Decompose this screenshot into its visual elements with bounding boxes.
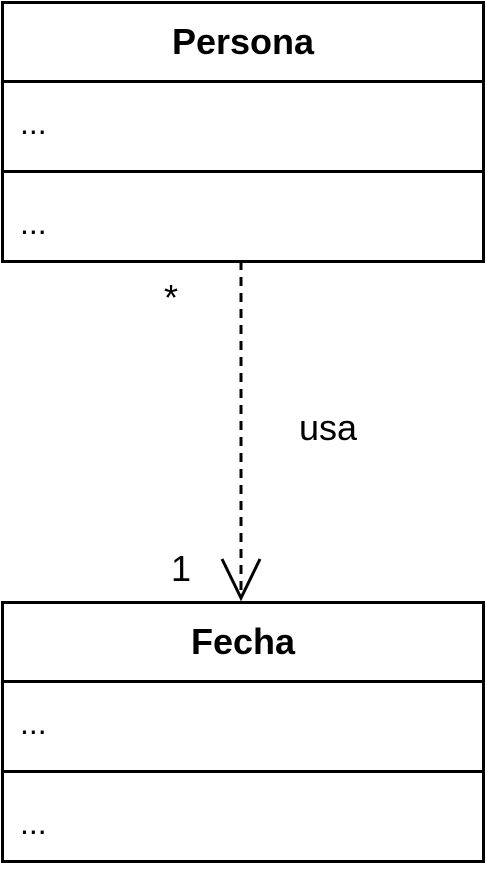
class-fecha[interactable]: Fecha ... ... — [1, 601, 485, 863]
open-arrowhead-icon — [220, 558, 262, 602]
attributes-compartment-fecha: ... — [4, 683, 482, 773]
class-name-persona: Persona — [4, 4, 482, 83]
operations-compartment-persona: ... — [4, 173, 482, 260]
target-multiplicity: 1 — [171, 548, 192, 589]
attributes-compartment-persona: ... — [4, 83, 482, 173]
operations-compartment-fecha: ... — [4, 773, 482, 860]
class-persona[interactable]: Persona ... ... — [1, 1, 485, 263]
operations-fecha: ... — [20, 805, 47, 841]
source-multiplicity: * — [164, 277, 179, 318]
relationship-label: usa — [299, 407, 358, 448]
attributes-fecha: ... — [20, 705, 47, 741]
class-name-fecha: Fecha — [4, 604, 482, 683]
operations-persona: ... — [20, 205, 47, 241]
attributes-persona: ... — [20, 105, 47, 141]
